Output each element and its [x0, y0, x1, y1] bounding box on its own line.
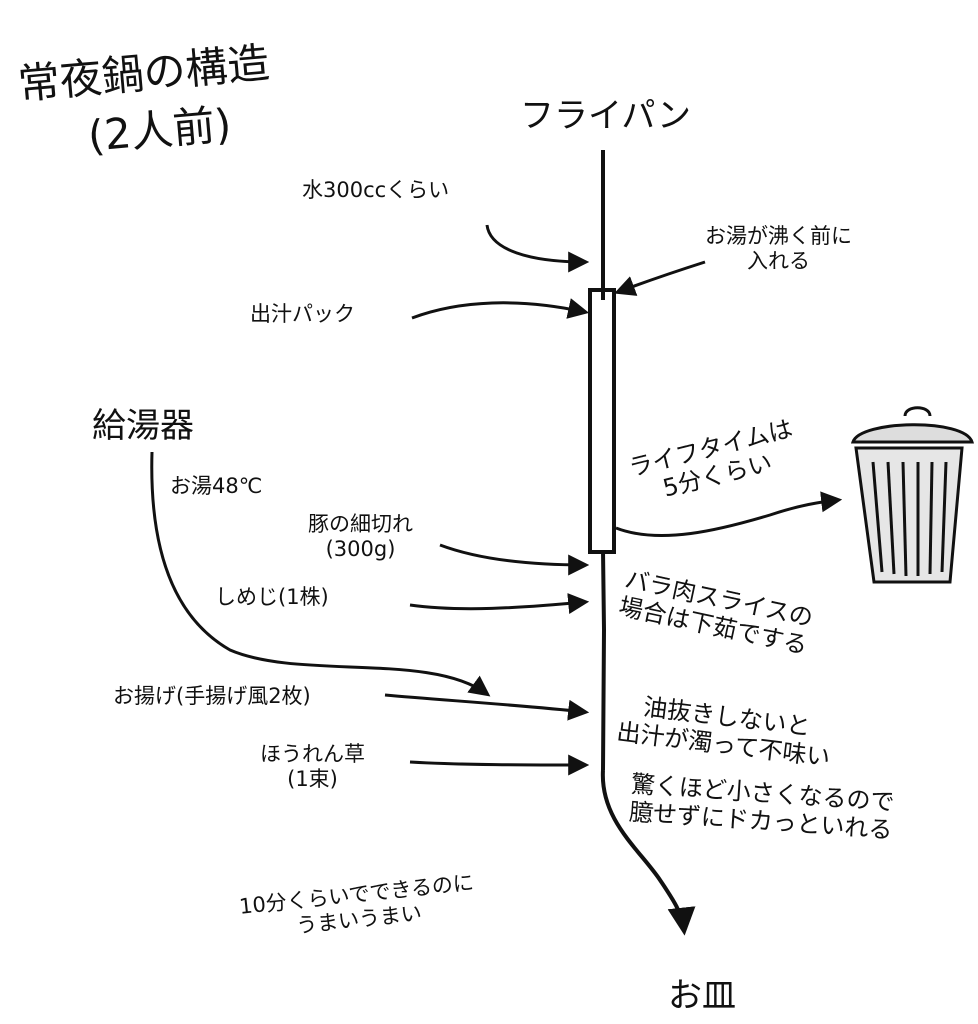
dashi-pack-box	[588, 288, 616, 554]
water-arrow	[485, 224, 590, 273]
before-boil-arrow	[614, 260, 706, 296]
plate-label: お皿	[668, 976, 736, 1016]
aburaage-label: お揚げ(手揚げ風2枚)	[113, 684, 311, 708]
before-boil-note: お湯が沸く前に 入れる	[705, 224, 852, 273]
pork-arrow	[439, 543, 590, 576]
dashi-pack-label: 出汁パック	[250, 302, 355, 326]
main-flow-line	[601, 150, 607, 771]
spinach-arrow	[409, 754, 590, 776]
water-heater-arrow	[150, 451, 491, 697]
water-label: 水300ccくらい	[302, 178, 450, 202]
hot-water-label: お湯48℃	[170, 474, 263, 498]
shimeji-arrow	[409, 593, 590, 614]
spinach-label: ほうれん草 (1束)	[260, 742, 365, 791]
shimeji-label: しめじ(1株)	[215, 585, 329, 609]
frying-pan-label: フライパン	[520, 96, 692, 136]
flow-to-plate-arrow	[600, 769, 696, 936]
dashi-pack-to-trash-arrow	[615, 491, 843, 538]
water-heater-label: 給湯器	[92, 406, 194, 446]
trash-can-icon	[850, 406, 975, 584]
aburaage-arrow	[384, 693, 590, 721]
dashi-pack-arrow	[411, 298, 590, 320]
pork-label: 豚の細切れ (300g)	[308, 512, 413, 561]
